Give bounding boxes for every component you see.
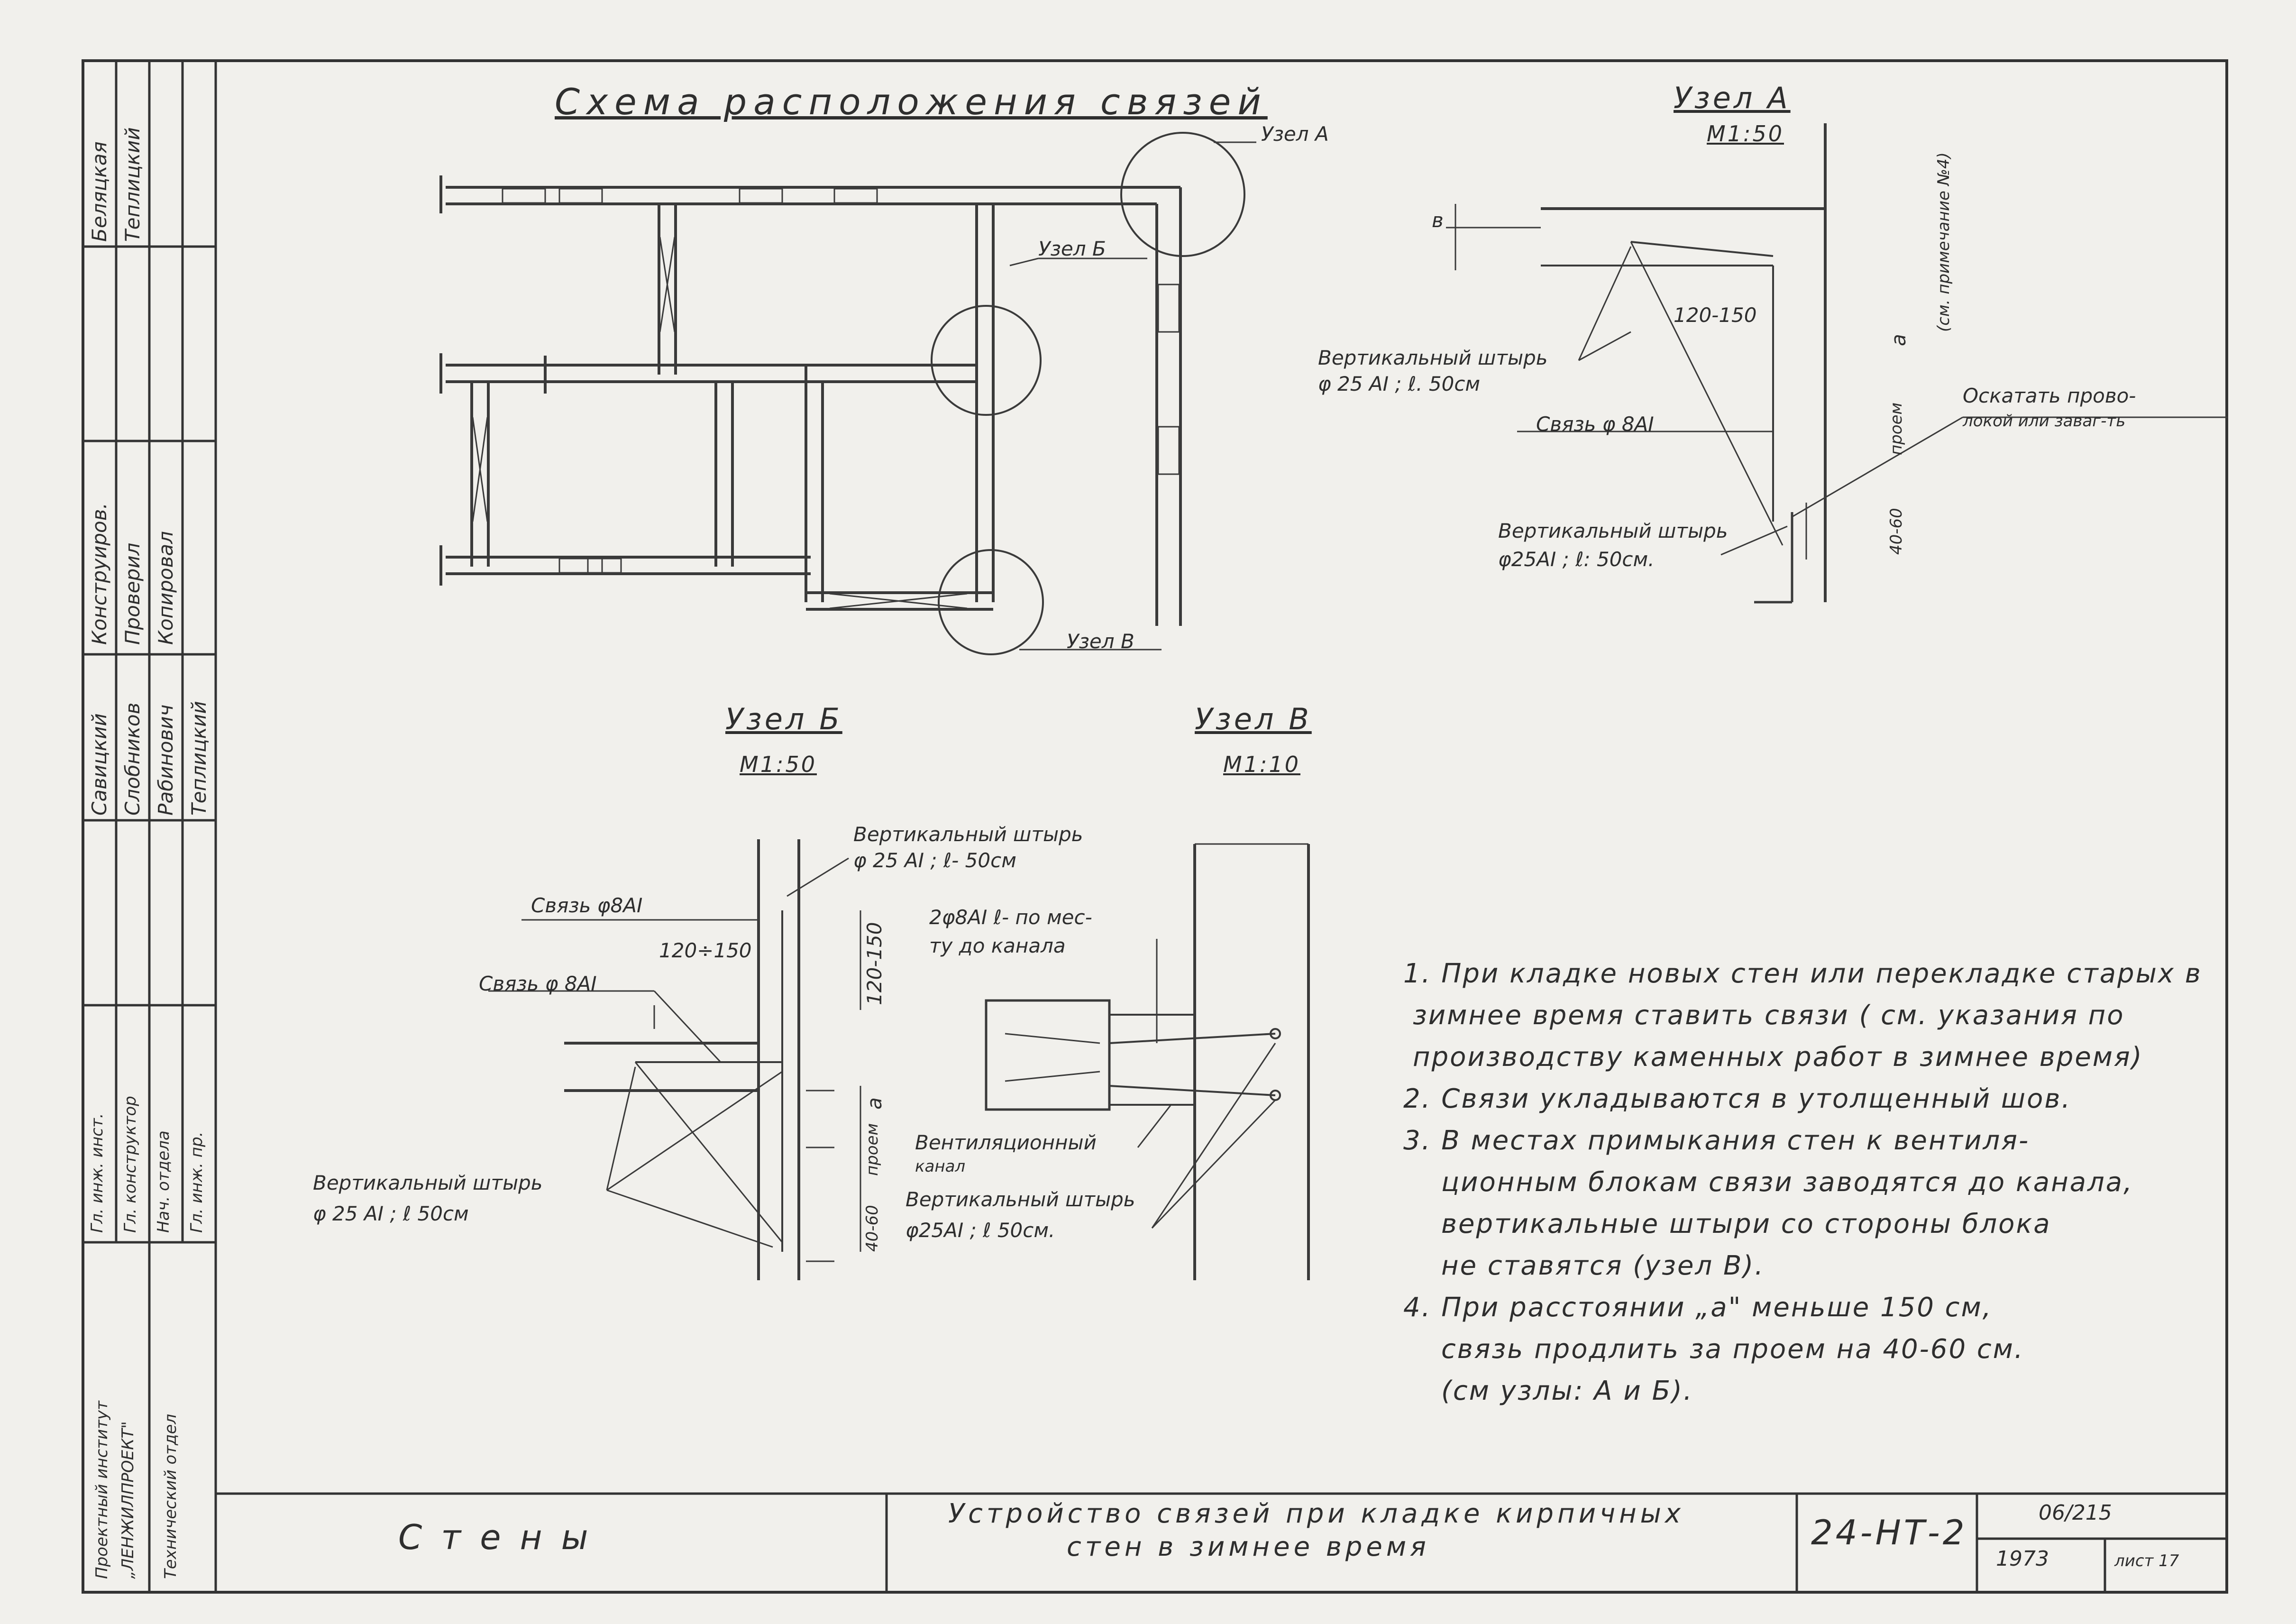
- node-b-dim-120-150-v: 120-150: [863, 922, 886, 1006]
- stamp-org: „ЛЕНЖИЛПРОЕКТ": [119, 1421, 137, 1579]
- note-line: зимнее время ставить связи ( см. указани…: [1413, 1000, 2125, 1031]
- stamp-name: Слобников: [121, 702, 144, 816]
- node-v-drawing: [985, 843, 1310, 1280]
- note-line: 2. Связи укладываются в утолщенный шов.: [1403, 1083, 2072, 1114]
- title-block-code: 24-НТ-2: [1811, 1513, 1967, 1552]
- title-block-number: 06/215: [2039, 1501, 2112, 1525]
- schema-plan: [439, 132, 1256, 655]
- note-line: 3. В местах примыкания стен к вентиля-: [1403, 1125, 2030, 1156]
- callout-node-v: Узел В: [1067, 630, 1134, 653]
- node-a-dim-b: в: [1432, 209, 1444, 232]
- schema-title: Схема расположения связей: [555, 81, 1268, 123]
- node-b-drawing: [488, 839, 861, 1280]
- node-a-opening: проем: [1887, 402, 1906, 455]
- node-b-pin-top-1: Вертикальный штырь: [853, 823, 1083, 846]
- note-line: (см узлы: А и Б).: [1441, 1376, 1693, 1406]
- stamp-role: Гл. конструктор: [121, 1096, 140, 1233]
- node-b-dim-120-150-h: 120÷150: [659, 939, 752, 962]
- stamp-name: Савицкий: [88, 713, 111, 816]
- note-line: 1. При кладке новых стен или перекладке …: [1403, 958, 2202, 989]
- node-b-pin-top-2: φ 25 АI ; ℓ- 50см: [853, 849, 1016, 872]
- stamp-role: Проверил: [121, 542, 144, 645]
- node-v-tie-1: 2φ8АI ℓ- по мес-: [929, 906, 1092, 929]
- note-line: вертикальные штыри со стороны блока: [1441, 1209, 2051, 1239]
- title-block-year: 1973: [1996, 1547, 2049, 1571]
- node-a-dim-120-150: 120-150: [1674, 303, 1757, 327]
- node-a-plaster-2: локой или заваг-ть: [1963, 412, 2126, 431]
- stamp-role: Копировал: [154, 531, 177, 645]
- notes-block: 1. При кладке новых стен или перекладке …: [1403, 953, 2202, 1412]
- stamp-dept: Технический отдел: [161, 1413, 180, 1579]
- node-a-title: Узел А: [1674, 81, 1791, 115]
- stamp-column-lines: [82, 61, 217, 1592]
- stamp-role: Нач. отдела: [154, 1130, 173, 1233]
- stamp-role: Конструиров.: [88, 503, 111, 645]
- node-a-pin-top-2: φ 25 АI ; ℓ. 50см: [1318, 372, 1481, 395]
- node-v-title: Узел В: [1195, 702, 1312, 736]
- note-line: ционным блокам связи заводятся до канала…: [1441, 1167, 2133, 1198]
- node-a-tie: Связь φ 8АI: [1536, 413, 1654, 436]
- node-b-title: Узел Б: [725, 702, 842, 736]
- node-a-plaster-1: Оскатать прово-: [1963, 384, 2136, 407]
- node-b-opening: проем: [863, 1123, 882, 1176]
- stamp-role: Гл. инж. инст.: [88, 1113, 107, 1233]
- note-line: производству каменных работ в зимнее вре…: [1413, 1042, 2143, 1073]
- stamp-name: Рабинович: [154, 704, 177, 816]
- node-b-scale: М1:50: [740, 752, 817, 777]
- node-v-pin-2: φ25АI ; ℓ 50см.: [906, 1219, 1055, 1242]
- node-a-a: а: [1887, 334, 1910, 346]
- callout-node-b: Узел Б: [1038, 237, 1106, 260]
- stamp-name: Беляцкая: [88, 141, 111, 242]
- callout-node-a: Узел А: [1261, 122, 1329, 146]
- node-b-pin-bot-2: φ 25 АI ; ℓ 50см: [313, 1202, 469, 1225]
- title-block-section: Стены: [398, 1517, 607, 1557]
- note-line: не ставятся (узел В).: [1441, 1250, 1765, 1281]
- node-a-scale: М1:50: [1707, 121, 1784, 147]
- stamp-role: Гл. инж. пр.: [187, 1131, 206, 1233]
- stamp-name: Теплицкий: [187, 701, 210, 816]
- title-block-lines: [216, 1492, 2227, 1592]
- node-a-drawing: [1446, 123, 2228, 604]
- node-a-note-vert: (см. примечание №4): [1934, 152, 1953, 332]
- node-v-channel-2: канал: [915, 1157, 966, 1176]
- title-block-subject-1: Устройство связей при кладке кирпичных: [948, 1498, 1685, 1529]
- node-b-40-60: 40-60: [863, 1205, 882, 1252]
- node-v-tie-2: ту до канала: [929, 934, 1066, 957]
- node-a-pin-top-1: Вертикальный штырь: [1318, 346, 1548, 369]
- stamp-name: Теплицкий: [121, 127, 144, 242]
- node-v-channel-1: Вентиляционный: [915, 1131, 1097, 1154]
- node-b-a: а: [863, 1097, 886, 1110]
- node-b-pin-bot-1: Вертикальный штырь: [313, 1171, 543, 1194]
- stamp-org: Проектный институт: [92, 1401, 111, 1579]
- node-b-tie-1: Связь φ8АI: [531, 894, 643, 917]
- node-v-pin-1: Вертикальный штырь: [906, 1188, 1135, 1211]
- node-a-pin-bot-1: Вертикальный штырь: [1498, 519, 1728, 542]
- node-a-pin-bot-2: φ25АI ; ℓ: 50см.: [1498, 548, 1655, 571]
- node-b-tie-2: Связь φ 8АI: [479, 972, 597, 995]
- note-line: связь продлить за проем на 40-60 см.: [1441, 1334, 2024, 1365]
- node-v-scale: М1:10: [1223, 752, 1300, 777]
- title-block-sheet: лист 17: [2114, 1551, 2179, 1570]
- note-line: 4. При расстоянии „а" меньше 150 см,: [1403, 1292, 1993, 1323]
- node-a-40-60: 40-60: [1887, 508, 1906, 555]
- title-block-subject-2: стен в зимнее время: [1067, 1532, 1430, 1562]
